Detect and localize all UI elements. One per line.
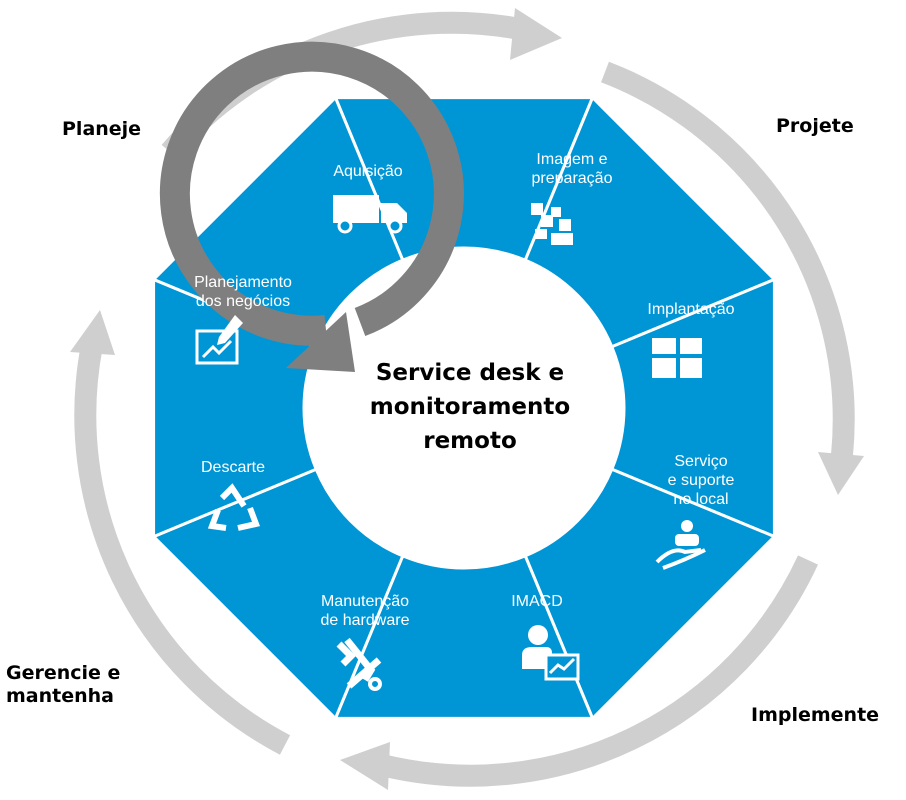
segment-label-implantacao: Implantação <box>647 301 735 318</box>
outer-arrow-left-head <box>70 310 115 355</box>
inner-cycle-arrow <box>159 41 464 372</box>
gift-box-icon <box>652 338 702 378</box>
phase-label-plan: Planeje <box>62 118 142 140</box>
outer-arrow-right-head <box>818 452 864 495</box>
segment-label-imacd: IMACD <box>511 593 563 610</box>
chart-pen-icon <box>195 315 243 365</box>
segment-label-imagem: Imagem e preparação <box>531 151 613 187</box>
center-circle <box>304 248 624 568</box>
segment-label-planejamento: Planejamento dos negócios <box>194 274 292 310</box>
user-chart-icon <box>522 625 580 681</box>
outer-arrow-right <box>601 61 855 457</box>
segment-label-aquisicao: Aquisição <box>333 163 403 180</box>
wrench-tools-icon <box>336 637 382 691</box>
outer-arrow-bottom-head <box>340 742 390 790</box>
phase-label-implement: Implemente <box>751 704 880 726</box>
phase-label-manage: Gerencie e mantenha <box>6 662 121 707</box>
outer-arrow-left <box>74 342 291 755</box>
hand-support-icon <box>655 520 706 570</box>
phase-label-design: Projete <box>776 115 854 137</box>
segment-label-descarte: Descarte <box>200 459 266 476</box>
segment-label-manutencao: Manutenção de hardware <box>320 593 410 629</box>
inner-arrow-ring <box>159 41 464 346</box>
inner-arrow-head <box>286 312 355 372</box>
outer-arrow-top-head <box>510 8 562 60</box>
recycle-icon <box>207 483 261 531</box>
segment-label-servico: Serviço e suporte no local <box>667 453 735 508</box>
center-title: Service desk e monitoramento remoto <box>369 360 571 454</box>
checker-icon <box>531 203 573 245</box>
outer-arrow-bottom <box>379 555 818 787</box>
truck-icon <box>333 195 407 234</box>
